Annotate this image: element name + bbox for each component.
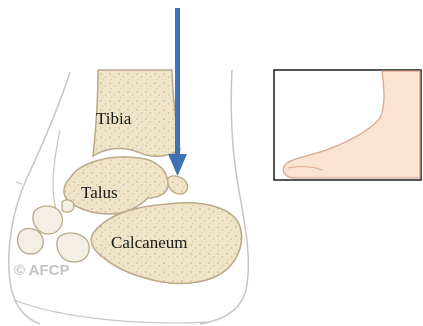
tarsal-bones [18, 200, 90, 262]
arrow-shaft [175, 8, 180, 158]
cuboid-bone [18, 229, 44, 254]
leg-outline-bottom [14, 300, 210, 323]
leg-outline-inner [53, 130, 60, 210]
copyright-watermark: © AFCP [14, 262, 70, 279]
leg-outline-right [200, 70, 248, 324]
foot-inset [274, 70, 421, 180]
small-bone [62, 200, 74, 212]
navicular-bone [33, 206, 62, 234]
calcaneum-label: Calcaneum [111, 233, 187, 252]
talus-label: Talus [81, 183, 118, 202]
leg-tick [16, 182, 22, 184]
cuneiform-bone [57, 233, 89, 262]
tibia-label: Tibia [96, 109, 132, 128]
arrow-head [168, 154, 187, 176]
leg-outline-left [9, 72, 70, 324]
fibula-tip [168, 176, 188, 194]
